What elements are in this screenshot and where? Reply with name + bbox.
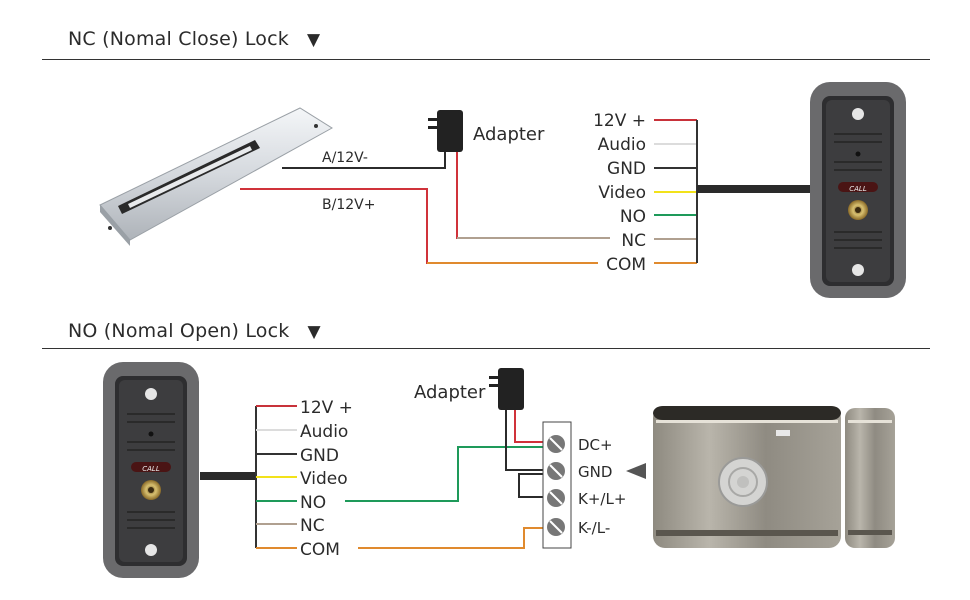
wire-label-gnd: GND bbox=[607, 159, 646, 179]
terminal-dc-plus: DC+ bbox=[578, 436, 613, 454]
call-button-label-no: CALL bbox=[142, 465, 160, 473]
wire-label-gnd: GND bbox=[300, 446, 339, 466]
nc-wire-stubs bbox=[654, 119, 812, 264]
nc-wire-labels: 12V + Audio GND Video NO NC COM bbox=[593, 111, 646, 275]
wire-com-to-k-minus bbox=[358, 527, 555, 549]
screw-icon bbox=[546, 434, 566, 454]
wire-label-com: COM bbox=[606, 255, 646, 275]
screw-icon bbox=[546, 488, 566, 508]
adapter-icon bbox=[489, 368, 524, 410]
no-divider bbox=[42, 348, 930, 349]
wire-b-12v-plus bbox=[240, 188, 598, 264]
wire-label-audio: Audio bbox=[300, 422, 348, 442]
call-button-label: CALL bbox=[849, 185, 867, 193]
wire-label-com: COM bbox=[300, 540, 340, 560]
wire-label-nc: NC bbox=[300, 516, 325, 536]
wire-label-12v: 12V + bbox=[300, 398, 353, 418]
adapter-label-nc: Adapter bbox=[473, 124, 545, 145]
adapter-label-no: Adapter bbox=[414, 382, 486, 403]
label-a-12v-minus: A/12V- bbox=[322, 150, 368, 166]
terminal-k-minus: K-/L- bbox=[578, 519, 610, 537]
nc-section-title: NC (Nomal Close) Lock ▼ bbox=[68, 28, 320, 50]
wire-a-12v-minus bbox=[282, 150, 446, 169]
wire-adapter-plus bbox=[456, 150, 610, 239]
wire-label-no: NO bbox=[300, 493, 326, 513]
terminal-k-plus: K+/L+ bbox=[578, 490, 626, 508]
wire-label-video: Video bbox=[598, 183, 646, 203]
terminal-gnd: GND bbox=[578, 463, 612, 481]
wire-jumper-gnd-k-plus bbox=[518, 473, 555, 498]
wire-adapter-gnd-no bbox=[505, 410, 555, 471]
wire-label-12v: 12V + bbox=[593, 111, 646, 131]
label-b-12v-plus: B/12V+ bbox=[322, 197, 375, 213]
no-title-text: NO (Nomal Open) Lock bbox=[68, 320, 290, 342]
left-triangle-icon bbox=[626, 463, 646, 479]
wire-label-video: Video bbox=[300, 469, 348, 489]
wire-label-nc: NC bbox=[621, 231, 646, 251]
wire-label-audio: Audio bbox=[598, 135, 646, 155]
no-wire-stubs bbox=[200, 405, 297, 549]
wire-adapter-plus-no bbox=[514, 410, 555, 443]
no-section-title: NO (Nomal Open) Lock ▼ bbox=[68, 320, 321, 342]
down-triangle-icon: ▼ bbox=[307, 322, 321, 342]
down-triangle-icon: ▼ bbox=[306, 30, 321, 50]
magnetic-lock-image bbox=[99, 107, 333, 246]
screw-icon bbox=[546, 517, 566, 537]
nc-title-text: NC (Nomal Close) Lock bbox=[68, 28, 289, 50]
screw-icon bbox=[546, 461, 566, 481]
wire-label-no: NO bbox=[620, 207, 646, 227]
adapter-icon bbox=[428, 110, 463, 152]
rim-lock-image bbox=[653, 406, 895, 548]
nc-divider bbox=[42, 59, 930, 60]
no-wire-labels: 12V + Audio GND Video NO NC COM bbox=[300, 398, 353, 560]
